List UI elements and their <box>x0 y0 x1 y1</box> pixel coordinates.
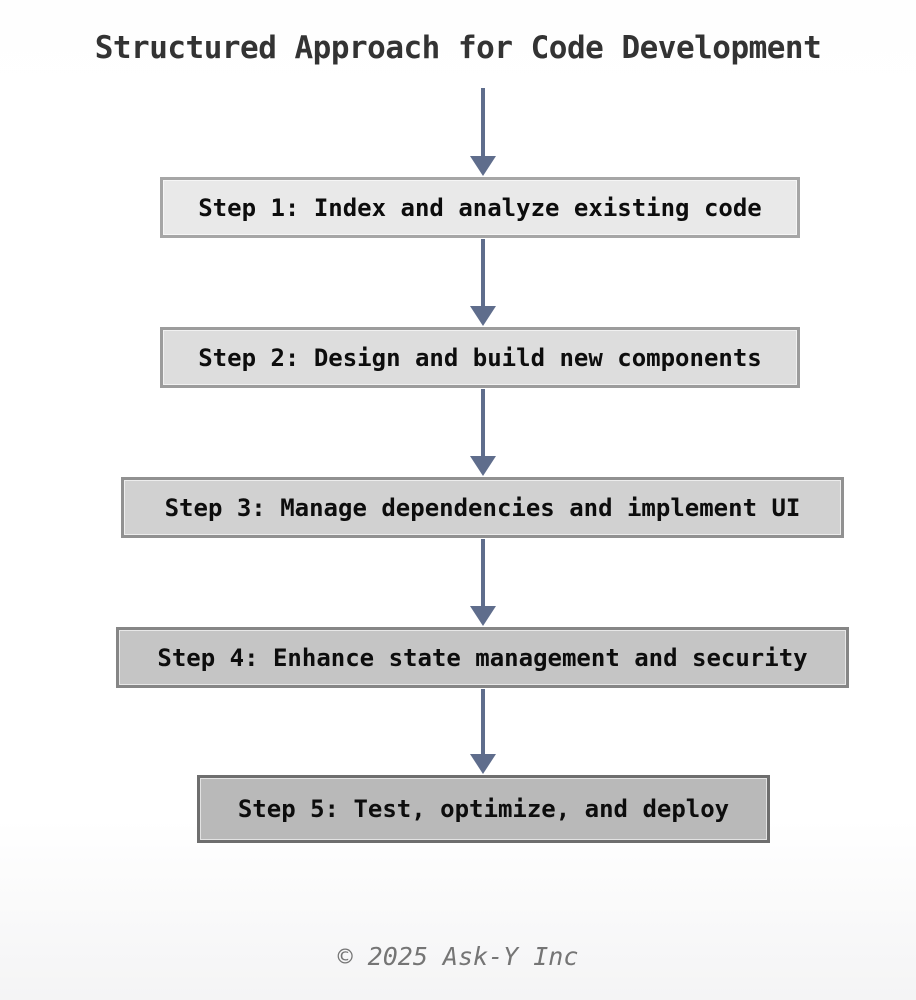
arrow-head-icon <box>470 306 496 326</box>
down-arrow <box>470 689 496 774</box>
arrow-head-icon <box>470 456 496 476</box>
step-box-3: Step 3: Manage dependencies and implemen… <box>121 477 844 538</box>
arrow-stem <box>481 239 485 309</box>
down-arrow <box>470 539 496 626</box>
diagram-title: Structured Approach for Code Development <box>94 30 822 66</box>
arrow-stem <box>481 539 485 609</box>
arrow-stem <box>481 389 485 459</box>
arrow-head-icon <box>470 754 496 774</box>
arrow-stem <box>481 88 485 159</box>
arrow-stem <box>481 689 485 757</box>
copyright-footer: © 2025 Ask-Y Inc <box>337 942 579 971</box>
step-box-5: Step 5: Test, optimize, and deploy <box>197 775 770 843</box>
arrow-head-icon <box>470 606 496 626</box>
down-arrow <box>470 389 496 476</box>
arrow-head-icon <box>470 156 496 176</box>
step-box-1: Step 1: Index and analyze existing code <box>160 177 800 238</box>
step-box-2: Step 2: Design and build new components <box>160 327 800 388</box>
step-box-4: Step 4: Enhance state management and sec… <box>116 627 849 688</box>
down-arrow <box>470 239 496 326</box>
down-arrow <box>470 88 496 176</box>
